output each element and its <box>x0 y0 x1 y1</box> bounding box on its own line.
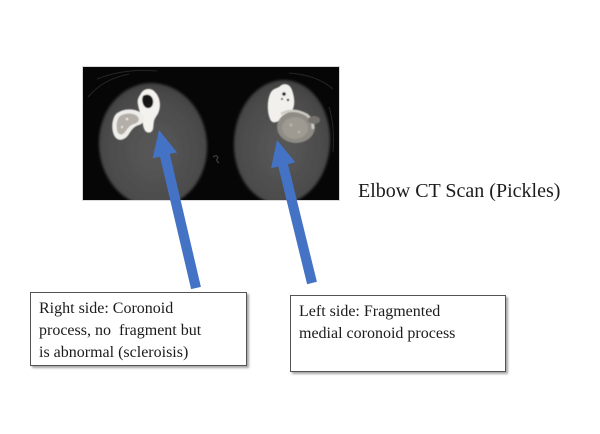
scan-artifact <box>212 155 220 164</box>
annotation-box-left-side: Left side: Fragmented medial coronoid pr… <box>290 295 506 372</box>
figure-caption: Elbow CT Scan (Pickles) <box>358 180 561 202</box>
ct-scan-figure <box>82 66 340 201</box>
skin-fold-lines <box>87 69 334 153</box>
right-elbow-bones <box>112 88 160 140</box>
annotation-text-right-side: Right side: Coronoid process, no fragmen… <box>39 300 202 361</box>
left-elbow-bones <box>267 84 320 143</box>
annotation-box-right-side: Right side: Coronoid process, no fragmen… <box>30 292 247 366</box>
bilateral-elbow-ct-image <box>83 67 339 200</box>
annotation-text-left-side: Left side: Fragmented medial coronoid pr… <box>299 303 456 342</box>
